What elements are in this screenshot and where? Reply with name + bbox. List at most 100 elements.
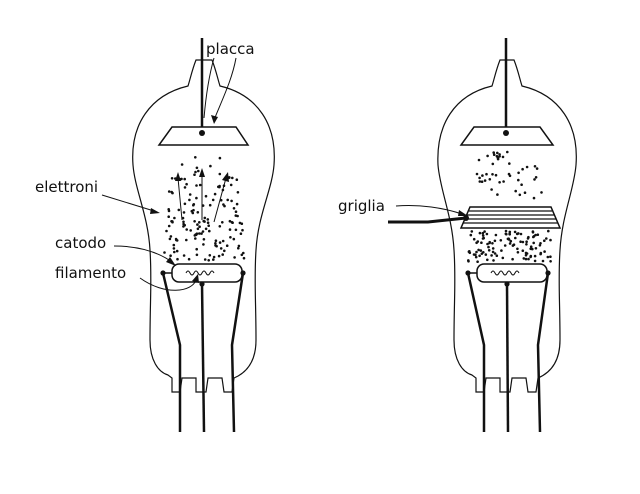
electron-dot: [217, 185, 220, 189]
electron-dot: [503, 244, 507, 247]
electron-dot: [543, 239, 546, 242]
electron-dot: [549, 238, 552, 242]
electron-dot: [533, 165, 537, 168]
electron-dot: [481, 231, 485, 235]
electron-dot: [202, 243, 205, 246]
electron-dot: [195, 247, 198, 251]
electron-dot: [173, 250, 176, 254]
electron-dot: [493, 239, 497, 243]
electron-dot: [488, 178, 492, 181]
electron-dot: [522, 257, 526, 260]
electron-dot: [197, 169, 200, 173]
electron-dot: [170, 177, 174, 180]
electron-dot: [173, 216, 176, 220]
diode-filament-coil: [185, 270, 215, 276]
electron-dot: [494, 233, 498, 237]
triode-glass-envelope: [437, 59, 577, 393]
electron-dot: [242, 256, 246, 260]
electron-dot: [180, 163, 184, 166]
diode-electron-arrows: [175, 168, 229, 223]
electron-dot: [218, 241, 222, 244]
electron-dot: [549, 255, 552, 258]
electron-dot: [237, 246, 240, 250]
electron-dot: [183, 177, 186, 181]
electron-dot: [230, 220, 234, 224]
triode-electrons-below-grid: [467, 229, 552, 264]
electron-dot: [175, 239, 179, 242]
electron-dot: [509, 239, 513, 243]
electron-dot: [214, 242, 217, 245]
electron-dot: [490, 188, 493, 191]
triode-grid-lead: [388, 216, 467, 224]
electron-dot: [501, 256, 505, 260]
electron-dot: [486, 242, 489, 246]
electron-dot: [476, 260, 479, 264]
electron-dot: [517, 178, 520, 182]
electron-dot: [198, 183, 202, 187]
electron-dot: [491, 247, 495, 250]
electron-dot: [213, 192, 217, 196]
electron-dot: [167, 209, 171, 213]
electron-dot: [481, 237, 485, 240]
electron-dot: [208, 203, 212, 207]
electron-dot: [485, 232, 489, 236]
label-catodo-group: catodo: [55, 234, 176, 266]
electron-dot: [182, 220, 185, 224]
electron-dot: [211, 198, 215, 202]
electron-dot: [172, 247, 176, 250]
electron-dot: [176, 257, 179, 261]
electron-dot: [484, 253, 488, 256]
diode-plate: [157, 126, 250, 146]
electron-dot: [235, 202, 239, 206]
electron-dot: [491, 162, 495, 166]
electron-dot: [185, 182, 188, 186]
electron-dot: [478, 231, 482, 235]
electron-dot: [474, 253, 477, 256]
electron-dot: [175, 249, 179, 253]
electron-dot: [165, 229, 168, 233]
electron-dot: [240, 253, 244, 257]
electron-dot: [514, 236, 517, 240]
label-placca-group: placca: [203, 40, 255, 124]
electron-dot: [193, 173, 196, 176]
label-filamento: filamento: [55, 264, 126, 282]
electron-dot: [520, 183, 523, 186]
electron-dot: [525, 240, 528, 243]
electron-dot: [532, 235, 535, 239]
electron-dot: [190, 209, 194, 213]
electron-dot: [533, 259, 537, 263]
electron-dot: [198, 232, 201, 235]
electron-dot: [525, 165, 529, 169]
electron-dot: [202, 219, 205, 223]
label-elettroni-group: elettroni: [35, 178, 160, 214]
electron-dot: [203, 258, 207, 261]
electron-dot: [526, 237, 530, 240]
leader-griglia: [395, 205, 463, 215]
electron-dot: [470, 230, 474, 233]
electron-dot: [228, 176, 231, 179]
electron-dot: [518, 193, 522, 197]
electron-dot: [532, 196, 536, 200]
electron-dot: [230, 199, 233, 203]
electron-dot: [492, 153, 496, 156]
electron-dot: [242, 251, 245, 255]
electron-dot: [222, 203, 225, 206]
electron-dot: [508, 242, 512, 245]
electron-dot: [237, 244, 241, 248]
electron-dot: [204, 227, 208, 231]
electron-dot: [487, 245, 490, 249]
electron-dot: [168, 237, 172, 241]
electron-dot: [218, 156, 222, 160]
electron-dot: [208, 254, 212, 257]
electron-dot: [169, 235, 173, 238]
electron-dot: [183, 186, 187, 189]
electron-dot: [531, 231, 535, 234]
electron-dot: [478, 180, 482, 183]
electron-dot: [195, 166, 199, 170]
electron-dot: [545, 237, 548, 240]
electron-dot: [200, 232, 203, 235]
label-filamento-group: filamento: [55, 264, 199, 291]
label-griglia-group: griglia: [338, 197, 468, 216]
electron-dot: [167, 224, 171, 228]
electron-dot: [239, 232, 243, 235]
